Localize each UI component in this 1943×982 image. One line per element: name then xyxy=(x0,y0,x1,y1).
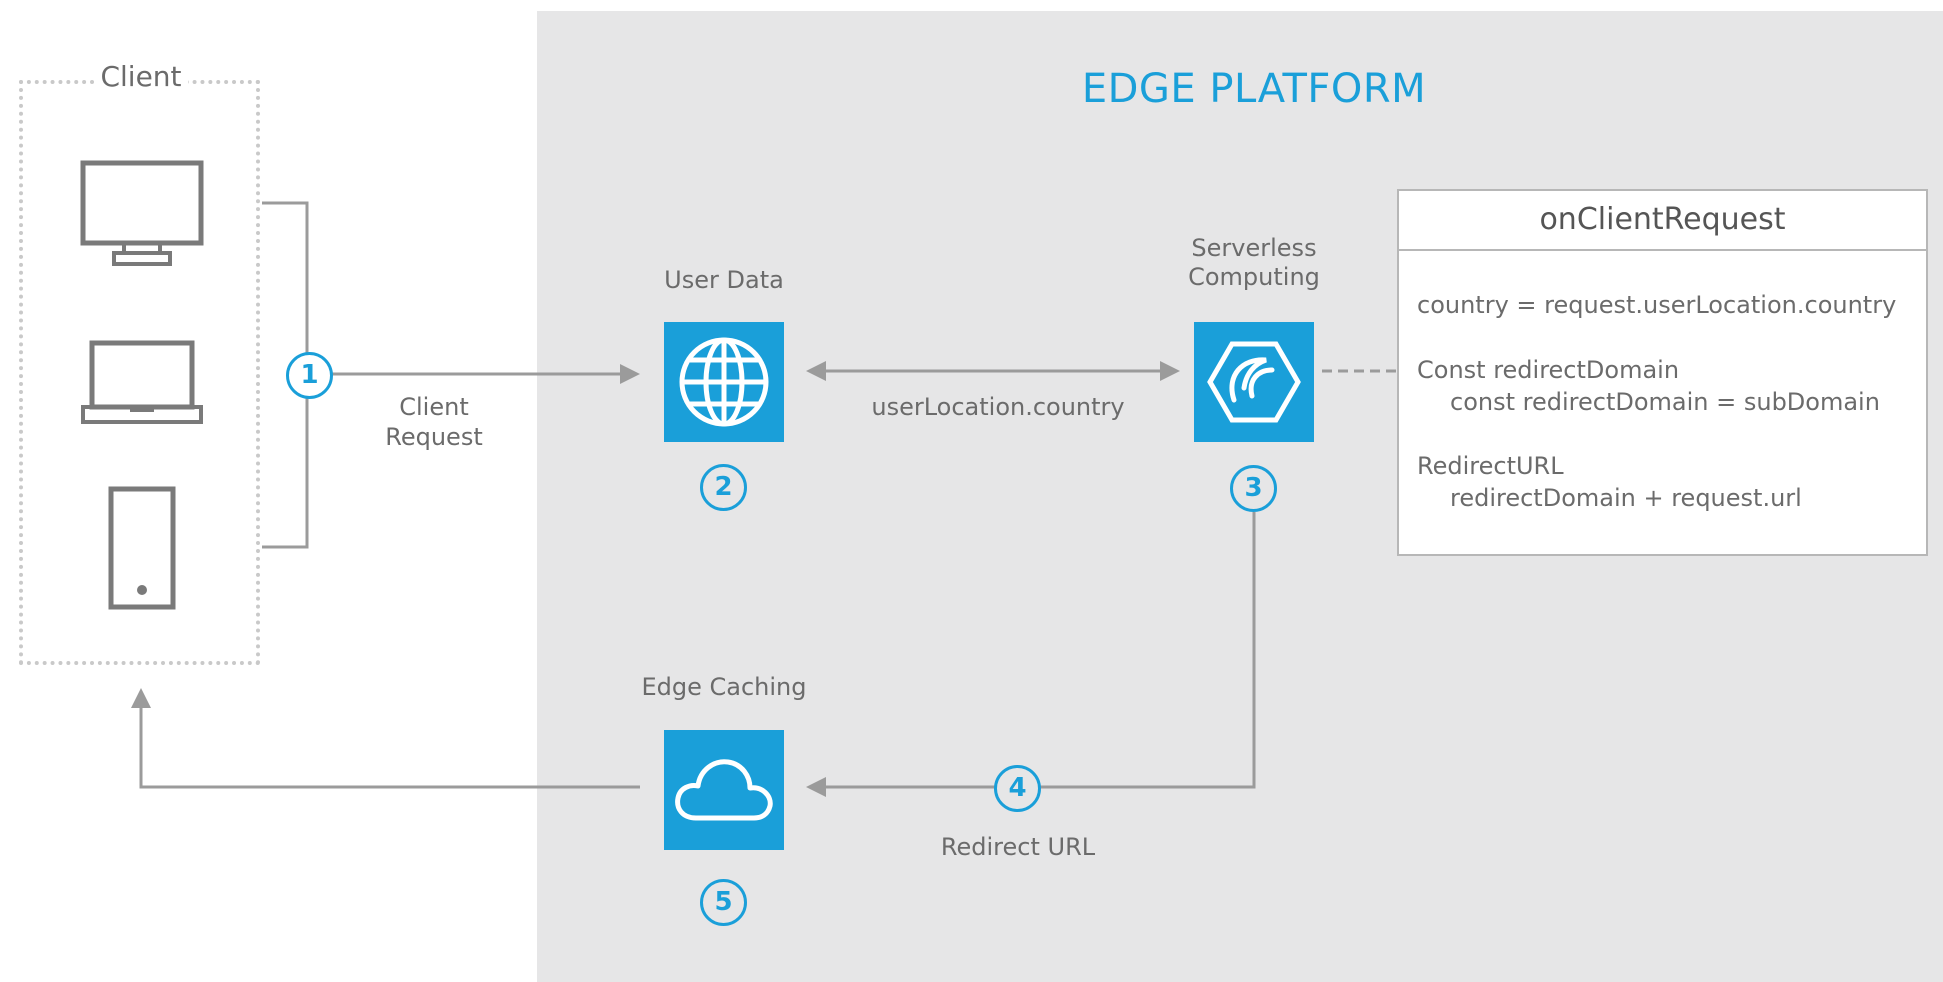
client-request-label-line1: Client xyxy=(399,393,469,421)
serverless-label-line1: Serverless xyxy=(1191,234,1317,262)
laptop-icon xyxy=(80,340,204,432)
code-panel-title: onClientRequest xyxy=(1399,191,1926,251)
serverless-hexagon-icon xyxy=(1207,341,1301,423)
client-request-label-line2: Request xyxy=(385,423,483,451)
code-line-redirect-value: redirectDomain + request.url xyxy=(1450,484,1802,512)
code-line-redirect-heading: RedirectURL xyxy=(1417,452,1564,480)
cloud-icon xyxy=(675,759,773,821)
edge-caching-tile xyxy=(664,730,784,850)
step-2-badge: 2 xyxy=(700,464,747,511)
step-5-badge: 5 xyxy=(700,879,747,926)
platform-title: EDGE PLATFORM xyxy=(1081,66,1427,112)
redirect-url-label: Redirect URL xyxy=(940,833,1096,861)
code-line-const-heading: Const redirectDomain xyxy=(1417,356,1680,384)
step-3-badge: 3 xyxy=(1230,465,1277,512)
step-1-badge: 1 xyxy=(286,352,333,399)
globe-icon xyxy=(679,337,769,427)
user-data-tile xyxy=(664,322,784,442)
code-line-const-value: const redirectDomain = subDomain xyxy=(1450,388,1880,416)
user-location-label: userLocation.country xyxy=(871,393,1125,421)
serverless-label-line2: Computing xyxy=(1188,263,1320,291)
on-client-request-panel: onClientRequest country = request.userLo… xyxy=(1397,189,1928,556)
edge-caching-label: Edge Caching xyxy=(641,673,807,701)
mobile-phone-icon xyxy=(108,486,176,614)
serverless-tile xyxy=(1194,322,1314,442)
client-title: Client xyxy=(94,60,188,93)
code-line-country: country = request.userLocation.country xyxy=(1417,291,1897,319)
desktop-monitor-icon xyxy=(80,160,204,274)
step-4-badge: 4 xyxy=(994,765,1041,812)
user-data-label: User Data xyxy=(664,266,784,294)
